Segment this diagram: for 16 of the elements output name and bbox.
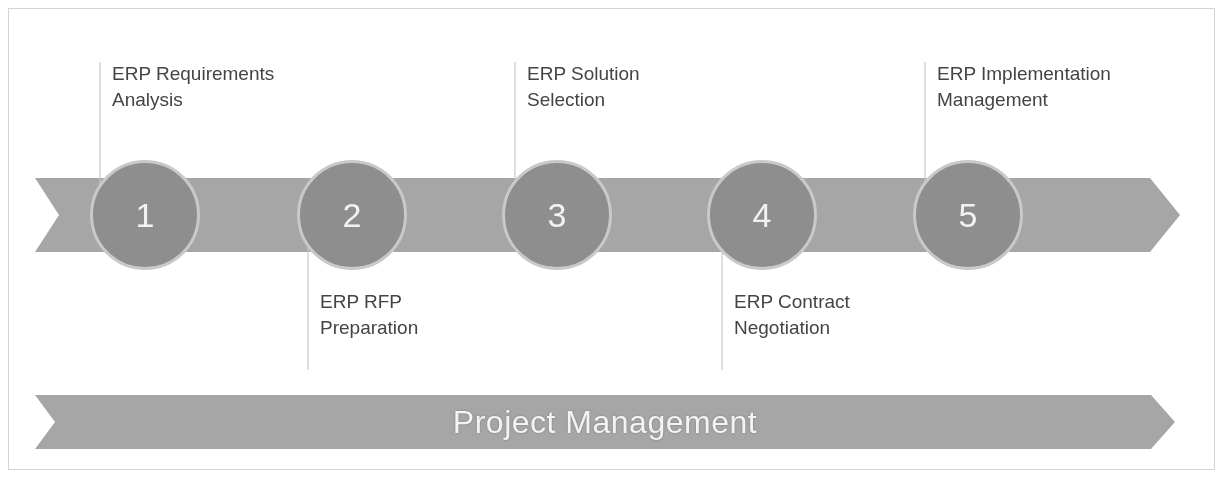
- step-number-circle: 1: [90, 160, 200, 270]
- leader-line: [307, 247, 309, 371]
- step-label: ERP Implementation Management: [923, 61, 1193, 133]
- step-label: ERP RFP Preparation: [306, 289, 446, 371]
- leader-line: [514, 61, 516, 181]
- leader-line: [721, 252, 723, 371]
- leader-line: [924, 61, 926, 182]
- bar-title: Project Management: [452, 403, 758, 441]
- step-number-circle: 3: [502, 160, 612, 270]
- step-label: ERP Requirements Analysis: [98, 61, 328, 133]
- step-label: ERP Contract Negotiation: [720, 289, 940, 371]
- step-number-circle: 5: [913, 160, 1023, 270]
- step-number-circle: 2: [297, 160, 407, 270]
- step-label: ERP Solution Selection: [513, 61, 713, 133]
- step-number-circle: 4: [707, 160, 817, 270]
- leader-line: [99, 61, 101, 184]
